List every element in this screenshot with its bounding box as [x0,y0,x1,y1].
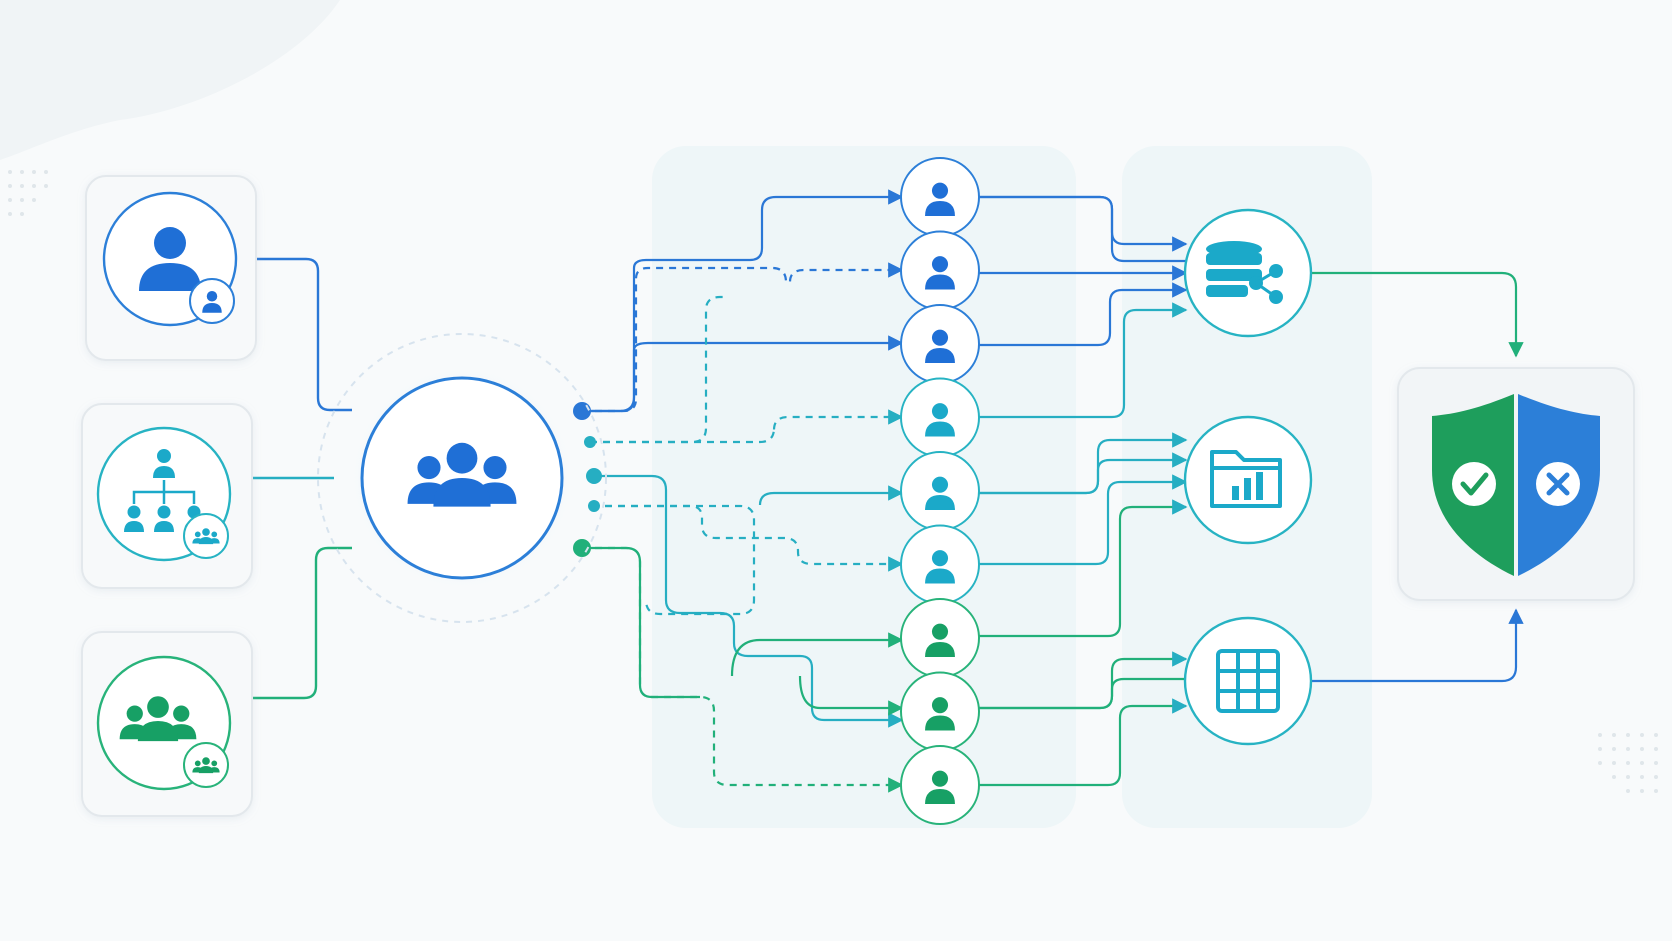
member-node[interactable] [900,451,980,531]
database-share-icon [1206,241,1283,304]
resource-database[interactable] [1183,208,1313,338]
resource-policy-connectors [1308,271,1524,683]
member-node[interactable] [900,304,980,384]
source-connectors [246,257,352,700]
member-panel [652,146,1076,828]
member-node[interactable] [900,745,980,825]
hub-node[interactable] [317,333,607,623]
member-node[interactable] [900,157,980,237]
user-icon [925,182,955,216]
folder-chart-icon [1210,450,1282,508]
resource-circle [1183,616,1313,746]
hub-outer-ring [317,333,607,623]
user-icon [925,476,955,510]
group-badge-icon [183,742,229,788]
source-card-team[interactable] [81,631,253,817]
dot-pattern-right [1598,733,1658,793]
user-icon [925,256,955,290]
hub-port [586,468,602,484]
hub-port [573,402,591,420]
shield-allow-deny-icon [1432,394,1600,576]
member-nodes [900,157,980,825]
group-badge-icon [183,513,229,559]
team-icon [119,696,197,742]
member-node[interactable] [900,377,980,458]
member-node[interactable] [900,671,980,752]
background-decoration [8,170,1658,793]
user-icon [925,329,955,363]
hub-port [588,500,600,512]
hub-member-connectors [582,189,904,793]
source-card-user[interactable] [85,175,257,361]
user-icon [925,697,955,731]
user-icon [925,550,955,584]
resource-table[interactable] [1183,616,1313,746]
member-node[interactable] [900,524,980,605]
resource-folder[interactable] [1183,415,1313,545]
policy-card[interactable] [1397,367,1635,601]
source-cards [81,175,257,817]
check-icon [1460,472,1489,496]
cross-icon [1546,472,1570,496]
member-node[interactable] [900,230,980,311]
user-badge-icon [189,278,235,324]
user-icon [925,770,955,804]
user-icon [139,227,201,291]
dot-pattern-left [8,170,48,216]
hub-port [573,539,591,557]
user-icon [925,403,955,437]
user-icon [925,623,955,657]
hub-port [584,436,596,448]
group-users-icon [407,442,517,507]
member-node[interactable] [900,598,980,678]
resource-nodes [1183,208,1313,746]
table-grid-icon [1216,649,1280,713]
source-card-hierarchy[interactable] [81,403,253,589]
check-icon-bg [1452,462,1496,506]
member-resource-connectors [978,195,1188,787]
